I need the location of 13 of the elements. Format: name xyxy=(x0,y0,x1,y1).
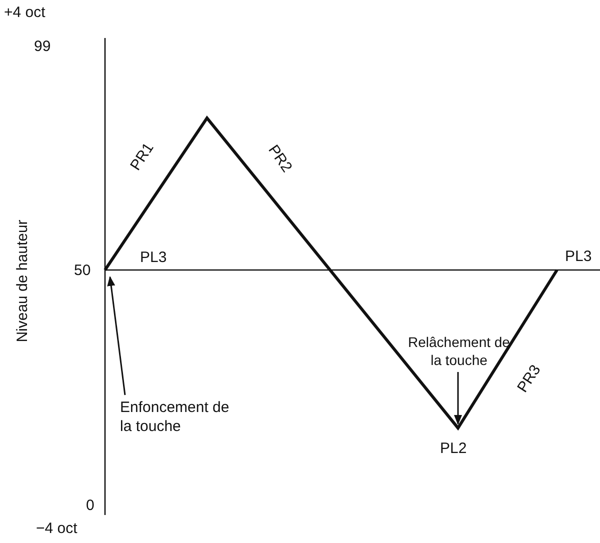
axis-title: Niveau de hauteur xyxy=(14,218,32,344)
level-label: PL3 xyxy=(565,248,592,266)
leader-arrow xyxy=(454,372,462,425)
axis-label: +4 oct xyxy=(4,4,46,22)
annotation-text: Enfoncement de la touche xyxy=(120,398,245,436)
annotation-text: Relâchement de la touche xyxy=(404,333,514,369)
level-label: PL2 xyxy=(440,440,467,458)
tick-label: 0 xyxy=(86,497,94,515)
leader-arrow xyxy=(107,276,126,396)
level-label: PL3 xyxy=(140,249,167,267)
tick-label: 50 xyxy=(74,262,91,280)
tick-label: 99 xyxy=(34,38,51,56)
axis-label: −4 oct xyxy=(36,520,78,538)
